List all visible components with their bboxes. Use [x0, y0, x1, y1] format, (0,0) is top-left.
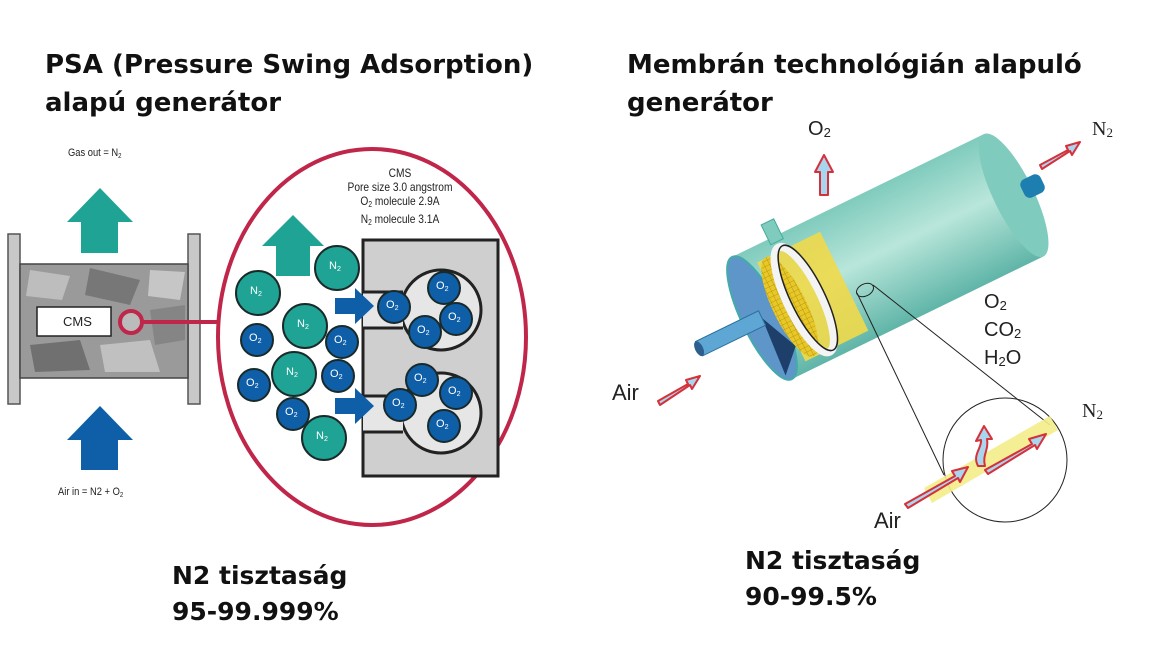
o2-molecule-label: O2 [417, 324, 430, 337]
n2-molecule [271, 351, 317, 397]
o2-molecule-label: O2 [330, 368, 343, 381]
membrane-module [694, 133, 1049, 381]
o2-molecule [408, 315, 442, 349]
cms-info: CMS Pore size 3.0 angstrom O2 molecule 2… [332, 166, 468, 230]
pore-size-text: Pore size 3.0 angstrom [347, 180, 453, 194]
psa-vessel [7, 233, 219, 405]
n2-out-arrow [262, 215, 324, 276]
n2-molecule [235, 270, 281, 316]
membrane-purity-value: 90-99.5% [745, 582, 877, 611]
n2-molecule [282, 303, 328, 349]
o2-molecule [321, 359, 355, 393]
hollow-fiber [924, 416, 1058, 503]
o2-molecule [383, 388, 417, 422]
o2-molecule [325, 325, 359, 359]
psa-purity-value: 95-99.999% [172, 597, 339, 626]
o2-molecule [405, 363, 439, 397]
o2-molecule-label: O2 [436, 418, 449, 431]
o2-molecule [276, 397, 310, 431]
o2-size-text: O2 molecule 2.9A [360, 194, 440, 209]
detail-air-label: Air [874, 508, 901, 533]
n2-molecule-label: N2 [297, 318, 309, 331]
membrane-title-line1: Membrán technológián alapuló [627, 50, 1082, 80]
psa-purity: N2 tisztaság 95-99.999% [172, 558, 347, 630]
psa-title-line2: alapú generátor [45, 88, 282, 118]
n2-molecule [314, 245, 360, 291]
o2-molecule-label: O2 [436, 280, 449, 293]
psa-purity-label: N2 tisztaság [172, 561, 348, 590]
o2-molecule-label: O2 [246, 377, 259, 390]
o2-molecule-label: O2 [448, 385, 461, 398]
permeate-h2o: H2O [984, 347, 1022, 369]
membrane-purity: N2 tisztaság 90-99.5% [745, 543, 920, 615]
o2-molecule-label: O2 [448, 311, 461, 324]
n2-size-text: N2 molecule 3.1A [360, 212, 440, 227]
n2-output-label: N2 [1092, 118, 1113, 140]
o2-molecule [439, 376, 473, 410]
o2-adsorb-arrow [335, 288, 374, 324]
o2-molecule [427, 409, 461, 443]
o2-molecule [237, 368, 271, 402]
n2-molecule [301, 415, 347, 461]
n2-molecule-label: N2 [250, 285, 262, 298]
detail-lines [855, 282, 1068, 523]
o2-molecule-label: O2 [285, 406, 298, 419]
cms-info-title: CMS [388, 166, 412, 180]
cms-label: CMS [63, 314, 92, 329]
gas-out-arrow [67, 188, 133, 253]
membrane-purity-label: N2 tisztaság [745, 546, 921, 575]
membrane-title-line2: generátor [627, 88, 773, 118]
o2-molecule-label: O2 [414, 372, 427, 385]
gas-out-label: Gas out = N2 [68, 147, 122, 160]
air-in-label: Air in = N2 + O2 [58, 486, 124, 499]
n2-molecule-label: N2 [329, 260, 341, 273]
o2-molecule-label: O2 [249, 332, 262, 345]
psa-title: PSA (Pressure Swing Adsorption) alapú ge… [45, 46, 533, 122]
air-input-label: Air [612, 380, 639, 405]
n2-molecule-label: N2 [286, 366, 298, 379]
o2-molecule [240, 323, 274, 357]
o2-molecule-label: O2 [386, 299, 399, 312]
permeate-gases: O2 CO2 H2O [984, 290, 1021, 374]
detail-n2-label: N2 [1082, 400, 1103, 422]
o2-molecule [377, 290, 411, 324]
o2-molecule [439, 302, 473, 336]
n2-molecule-label: N2 [316, 430, 328, 443]
psa-title-line1: PSA (Pressure Swing Adsorption) [45, 50, 534, 80]
flow-arrows [657, 141, 1081, 509]
o2-output-label: O2 [808, 118, 831, 140]
air-in-arrow [67, 406, 133, 470]
permeate-co2: CO2 [984, 319, 1022, 341]
o2-molecule-label: O2 [334, 334, 347, 347]
o2-molecule-label: O2 [392, 397, 405, 410]
permeate-o2: O2 [984, 291, 1007, 313]
membrane-title: Membrán technológián alapuló generátor [627, 46, 1082, 122]
membrane-detail-circle [942, 397, 1068, 523]
o2-adsorb-arrow [335, 388, 374, 424]
o2-molecule [427, 271, 461, 305]
